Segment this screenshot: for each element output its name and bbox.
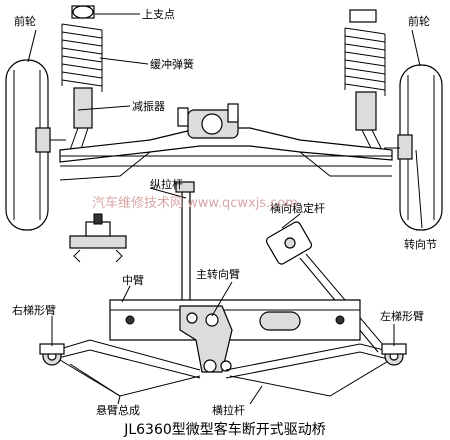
- label-pitman-arm: 主转向臂: [196, 267, 240, 281]
- middle-arm-plate: [109, 299, 361, 341]
- leader-lines: [27, 13, 423, 405]
- left-trapezoid-arm-part: [381, 343, 407, 366]
- watermark: 汽车维修技术网 www.qcwxjs.com: [92, 195, 298, 211]
- left-strut: [61, 5, 103, 153]
- label-left-trapezoid-arm: 左梯形臂: [380, 310, 424, 323]
- label-middle-arm: 中臂: [122, 274, 144, 287]
- left-wheel: [5, 59, 66, 231]
- label-front-wheel-left: 前轮: [14, 14, 36, 28]
- right-strut: [344, 9, 386, 151]
- label-stabilizer-bar: 横向稳定杆: [270, 201, 325, 215]
- label-front-wheel-right: 前轮: [408, 14, 430, 28]
- label-shock-absorber: 减振器: [132, 99, 165, 113]
- label-buffer-spring: 缓冲弹簧: [150, 57, 194, 71]
- detail-inset: [69, 213, 127, 263]
- right-wheel: [384, 64, 443, 231]
- label-upper-mount: 上支点: [142, 8, 175, 21]
- pitman-arm-assembly: [179, 305, 233, 373]
- label-drag-link: 纵拉杆: [150, 177, 183, 191]
- differential: [177, 103, 239, 139]
- label-tie-rod: 横拉杆: [212, 403, 245, 417]
- label-suspension-arm-assembly: 悬臂总成: [96, 403, 140, 417]
- lower-linkage: [49, 339, 393, 397]
- label-right-trapezoid-arm: 右梯形臂: [12, 303, 56, 317]
- left-coil-spring: [61, 23, 103, 92]
- right-coil-spring: [344, 27, 386, 96]
- right-trapezoid-arm-part: [39, 343, 65, 366]
- stabilizer-bar: [265, 221, 385, 353]
- label-steering-knuckle: 转向节: [404, 237, 437, 251]
- diagram-caption: JL6360型微型客车断开式驱动桥: [123, 421, 326, 438]
